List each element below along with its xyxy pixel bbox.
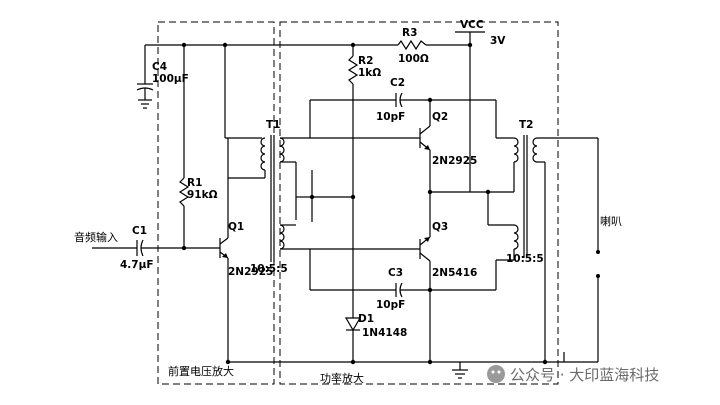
q2-ref: Q2 [432, 111, 448, 123]
t2-ratio: 10:5:5 [506, 253, 544, 265]
r2-ref: R2 [358, 55, 373, 67]
d1-ref: D1 [358, 313, 374, 325]
r1-ref: R1 [187, 177, 202, 189]
q3-ref: Q3 [432, 221, 448, 233]
power-section-box [279, 21, 559, 385]
c3-ref: C3 [388, 267, 403, 279]
diode-d1 [344, 317, 362, 362]
q3-value: 2N5416 [432, 267, 477, 279]
r3-ref: R3 [402, 27, 417, 39]
capacitor-c2 [309, 92, 433, 138]
q1-ref: Q1 [228, 221, 244, 233]
transformer-t1 [228, 135, 312, 262]
capacitor-c3 [309, 249, 497, 298]
vcc-label: VCC [460, 19, 484, 31]
c1-ref: C1 [132, 225, 147, 237]
q2-value: 2N2925 [432, 155, 477, 167]
preamp-section-label: 前置电压放大 [168, 364, 234, 378]
resistor-r1 [178, 45, 190, 251]
audio-input-label: 音频输入 [74, 230, 118, 244]
transistor-q3 [310, 225, 433, 293]
capacitor-c4 [136, 45, 154, 109]
watermark-text: 公众号 · 大印蓝海科技 [510, 366, 659, 384]
resistor-r3 [397, 39, 427, 51]
r3-value: 100Ω [398, 53, 429, 65]
transformer-t2 [487, 135, 598, 362]
c2-value: 10pF [376, 111, 405, 123]
r2-value: 1kΩ [358, 67, 381, 79]
q1-value: 2N2925 [228, 266, 273, 278]
speaker-terminals [596, 138, 600, 362]
t1-ref: T1 [266, 119, 280, 131]
ground-rail [225, 290, 598, 379]
t2-ref: T2 [519, 119, 533, 131]
capacitor-c1 [92, 239, 220, 257]
t1-ratio: 10:5:5 [250, 263, 288, 275]
vcc-value: 3V [490, 35, 506, 47]
c4-ref: C4 [152, 61, 167, 73]
transistor-q2 [310, 99, 497, 225]
d1-value: 1N4148 [362, 327, 407, 339]
c4-value: 100µF [152, 73, 189, 85]
r1-value: 91kΩ [187, 189, 218, 201]
speaker-label: 喇叭 [600, 214, 622, 228]
c2-ref: C2 [390, 77, 405, 89]
transistor-q1 [219, 45, 262, 362]
watermark: 公众号 · 大印蓝海科技 [487, 365, 659, 384]
c3-value: 10pF [376, 299, 405, 311]
resistor-r2 [347, 45, 359, 318]
power-section-label: 功率放大 [320, 371, 364, 385]
c1-value: 4.7µF [120, 259, 154, 271]
